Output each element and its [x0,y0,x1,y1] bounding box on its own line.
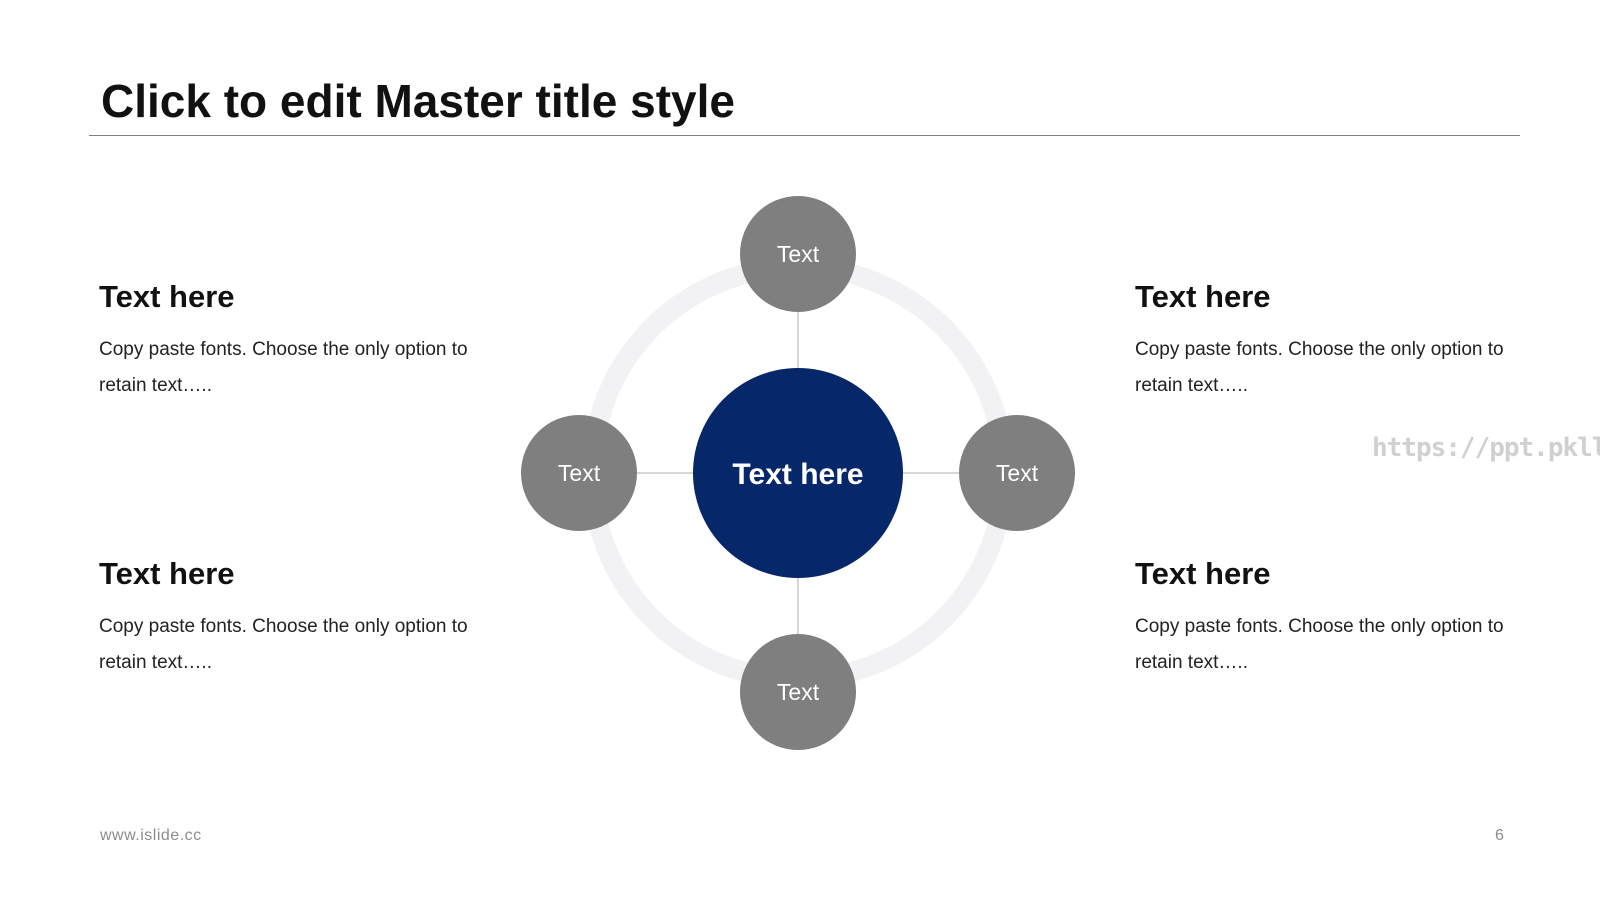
node-left-label: Text [558,460,601,486]
text-block-bottom-right[interactable]: Text here Copy paste fonts. Choose the o… [1135,555,1555,681]
block-heading: Text here [99,279,235,314]
center-node[interactable]: Text here [693,368,903,578]
block-body: Copy paste fonts. Choose the only option… [1135,339,1504,396]
center-node-label: Text here [732,458,863,491]
block-heading: Text here [99,556,235,591]
node-top-circle [740,196,856,312]
node-bottom-circle [740,634,856,750]
block-body: Copy paste fonts. Choose the only option… [99,339,468,396]
node-right[interactable]: Text [959,415,1075,531]
text-block-bottom-left[interactable]: Text here Copy paste fonts. Choose the o… [99,555,519,681]
node-bottom[interactable]: Text [740,634,856,750]
block-heading: Text here [1135,556,1271,591]
block-heading: Text here [1135,279,1271,314]
node-left-circle [521,415,637,531]
text-block-top-left[interactable]: Text here Copy paste fonts. Choose the o… [99,278,519,404]
node-top-label: Text [777,241,820,267]
watermark: https://ppt.pkll.de [1372,433,1600,463]
node-bottom-label: Text [777,679,820,705]
node-right-label: Text [996,460,1039,486]
node-top[interactable]: Text [740,196,856,312]
footer-url: www.islide.cc [100,827,202,844]
text-block-top-right[interactable]: Text here Copy paste fonts. Choose the o… [1135,278,1555,404]
block-body: Copy paste fonts. Choose the only option… [1135,616,1504,673]
center-node-circle [693,368,903,578]
node-right-circle [959,415,1075,531]
slide-title[interactable]: Click to edit Master title style [101,75,735,127]
node-left[interactable]: Text [521,415,637,531]
block-body: Copy paste fonts. Choose the only option… [99,616,468,673]
page-number: 6 [1495,827,1504,844]
title-divider [89,135,1520,136]
